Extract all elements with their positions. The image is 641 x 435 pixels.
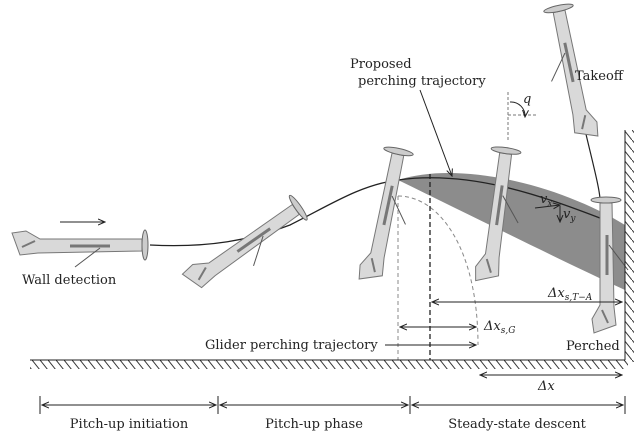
label-wall-detection: Wall detection [22, 273, 117, 288]
q-arc [509, 101, 525, 117]
ground-hatch [30, 360, 628, 369]
label-perched: Perched [566, 339, 620, 354]
phase-pitch-up: Pitch-up phase [265, 417, 363, 432]
plane-pitch-up-end [354, 143, 423, 288]
phase-pitch-up-initiation: Pitch-up initiation [70, 417, 189, 432]
label-glider: Glider perching trajectory [205, 338, 378, 353]
label-proposed-1: Proposed [350, 57, 412, 72]
label-proposed-2: perching trajectory [358, 74, 486, 89]
plane-pitch-up [179, 192, 315, 304]
label-takeoff: Takeoff [575, 69, 625, 84]
flight-path [149, 177, 606, 247]
vx-arrow [534, 205, 560, 208]
wall-hatch [625, 130, 634, 362]
proposed-leader [419, 89, 452, 176]
phase-steady-state-descent: Steady-state descent [448, 417, 586, 432]
label-dx-sta: Δxs,T−A [547, 286, 593, 303]
plane-wall-detection [10, 228, 150, 269]
label-dx: Δx [537, 379, 555, 394]
label-q: q [523, 92, 531, 107]
phase-dimensions [39, 396, 626, 414]
label-dx-sg: Δxs,G [483, 319, 515, 336]
label-vx: vx [540, 192, 552, 209]
label-vy: vy [563, 207, 576, 224]
glider-trajectory-curve [397, 195, 479, 346]
trajectory-envelope [398, 172, 625, 290]
takeoff-path [584, 129, 601, 201]
